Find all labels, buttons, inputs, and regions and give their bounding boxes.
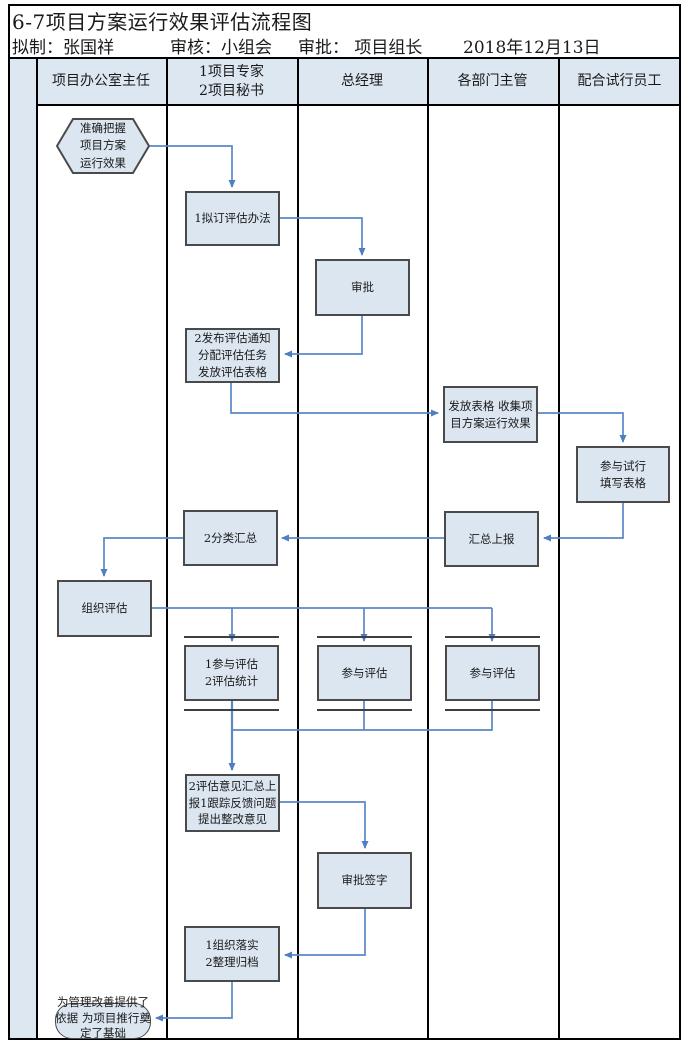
node-collect: 发放表格 收集项 目方案运行效果 — [443, 386, 538, 443]
node-trial-fill: 参与试行 填写表格 — [576, 446, 670, 503]
meta-date: 2018年12月13日 — [463, 38, 601, 58]
lane-header-general-manager: 总经理 — [341, 73, 383, 90]
parallel-bar — [445, 709, 540, 711]
node-sign: 审批签字 — [317, 852, 412, 909]
lane-line-2 — [166, 58, 168, 1038]
parallel-bar — [184, 709, 279, 711]
node-organize-eval: 组织评估 — [57, 580, 152, 637]
node-start: 准确把握 项目方案 运行效果 — [56, 118, 150, 174]
node-dept-eval: 参与评估 — [445, 645, 540, 701]
node-approve: 审批 — [315, 259, 410, 316]
parallel-bar — [445, 636, 540, 638]
meta-line: 拟制：张国祥 审核：小组会 审批： 项目组长 2018年12月13日 — [0, 33, 684, 58]
node-gm-eval: 参与评估 — [317, 645, 412, 701]
lane-line-5 — [558, 58, 560, 1038]
meta-prepared: 拟制：张国祥 — [12, 38, 114, 58]
hexagon-shape — [56, 118, 150, 174]
meta-approved: 审批： 项目组长 — [298, 38, 423, 58]
meta-reviewed: 审核：小组会 — [170, 38, 272, 58]
node-draft-method: 1拟订评估办法 — [185, 191, 280, 246]
header-band — [36, 58, 680, 105]
lane-header-trial-staff: 配合试行员工 — [577, 73, 662, 90]
node-end-label: 为管理改善提供了 依据 为项目推行奠 定了基础 — [55, 995, 151, 1040]
title-separator-line — [8, 57, 681, 59]
lane-header-expert-secretary: 1项目专家 2项目秘书 — [199, 63, 264, 99]
node-start-label: 准确把握 项目方案 运行效果 — [80, 121, 126, 170]
parallel-bar — [317, 709, 412, 711]
node-feedback: 2评估意见汇总上 报1跟踪反馈问题 提出整改意见 — [185, 774, 280, 832]
node-end: 为管理改善提供了 依据 为项目推行奠 定了基础 — [55, 995, 151, 1040]
node-classify: 2分类汇总 — [183, 510, 278, 566]
left-margin-column — [10, 58, 36, 1038]
parallel-bar — [184, 636, 279, 638]
lane-line-1 — [36, 58, 38, 1038]
node-implement: 1组织落实 2整理归档 — [184, 926, 280, 982]
node-issue-notice: 2发布评估通知 分配评估任务 发放评估表格 — [185, 328, 280, 383]
header-bottom-line — [36, 104, 681, 106]
node-expert-eval: 1参与评估 2评估统计 — [184, 645, 279, 701]
parallel-bar — [317, 636, 412, 638]
outer-border — [8, 4, 681, 1040]
node-report-up: 汇总上报 — [444, 511, 539, 567]
lane-header-office-director: 项目办公室主任 — [52, 73, 150, 90]
lane-line-4 — [427, 58, 429, 1038]
page-title: 6-7项目方案运行效果评估流程图 — [12, 10, 313, 34]
lane-header-dept-heads: 各部门主管 — [457, 73, 528, 90]
lane-line-3 — [297, 58, 299, 1038]
